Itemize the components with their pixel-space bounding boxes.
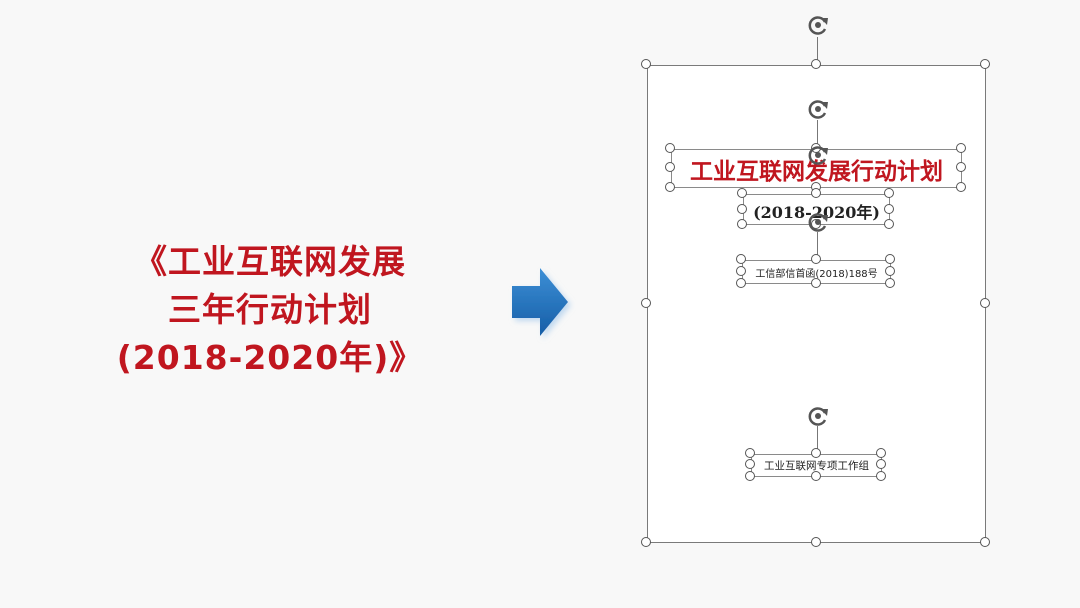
ref-handle-bl[interactable] xyxy=(736,278,746,288)
years-handle-ml[interactable] xyxy=(737,204,747,214)
title-handle-ml[interactable] xyxy=(665,162,675,172)
doc-years: (2018-2020年) xyxy=(753,203,880,222)
title-handle-tl[interactable] xyxy=(665,143,675,153)
page-handle-tl[interactable] xyxy=(641,59,651,69)
org-handle-bc[interactable] xyxy=(811,471,821,481)
page-handle-mr[interactable] xyxy=(980,298,990,308)
doc-org: 工业互联网专项工作组 xyxy=(764,460,869,472)
org-rotate-stem xyxy=(817,426,818,454)
title-rotate-stem xyxy=(817,120,818,149)
title-handle-br[interactable] xyxy=(956,182,966,192)
years-handle-tc[interactable] xyxy=(811,188,821,198)
years-handle-mr[interactable] xyxy=(884,204,894,214)
rotate-handle-icon[interactable] xyxy=(805,96,831,122)
ref-rotate-stem xyxy=(817,232,818,260)
page-handle-tr[interactable] xyxy=(980,59,990,69)
left-title-line-1: 《工业互联网发展 xyxy=(134,242,406,281)
left-title: 《工业互联网发展 三年行动计划 (2018-2020年)》 xyxy=(110,238,430,382)
ref-handle-tr[interactable] xyxy=(885,254,895,264)
org-handle-ml[interactable] xyxy=(745,459,755,469)
org-handle-tc[interactable] xyxy=(811,448,821,458)
title-handle-bl[interactable] xyxy=(665,182,675,192)
right-arrow-icon xyxy=(512,268,568,336)
ref-handle-tc[interactable] xyxy=(811,254,821,264)
title-handle-mr[interactable] xyxy=(956,162,966,172)
years-handle-bl[interactable] xyxy=(737,219,747,229)
page-handle-br[interactable] xyxy=(980,537,990,547)
org-handle-mr[interactable] xyxy=(876,459,886,469)
rotate-handle-icon[interactable] xyxy=(805,209,831,235)
ref-handle-bc[interactable] xyxy=(811,278,821,288)
years-handle-br[interactable] xyxy=(884,219,894,229)
page-handle-ml[interactable] xyxy=(641,298,651,308)
rotate-handle-icon[interactable] xyxy=(805,142,831,168)
doc-ref: 工信部信首函(2018)188号 xyxy=(755,269,878,280)
rotate-handle-icon[interactable] xyxy=(805,403,831,429)
page-handle-bc[interactable] xyxy=(811,537,821,547)
page-handle-bl[interactable] xyxy=(641,537,651,547)
years-handle-tl[interactable] xyxy=(737,188,747,198)
ref-handle-tl[interactable] xyxy=(736,254,746,264)
left-title-line-2: 三年行动计划 xyxy=(168,290,372,329)
org-handle-bl[interactable] xyxy=(745,471,755,481)
ref-handle-br[interactable] xyxy=(885,278,895,288)
org-handle-tr[interactable] xyxy=(876,448,886,458)
title-handle-tr[interactable] xyxy=(956,143,966,153)
org-handle-br[interactable] xyxy=(876,471,886,481)
years-handle-tr[interactable] xyxy=(884,188,894,198)
outer-rotate-stem xyxy=(817,37,818,65)
ref-handle-ml[interactable] xyxy=(736,266,746,276)
rotate-handle-icon[interactable] xyxy=(805,12,831,38)
left-title-line-3: (2018-2020年)》 xyxy=(116,338,424,377)
org-handle-tl[interactable] xyxy=(745,448,755,458)
ref-handle-mr[interactable] xyxy=(885,266,895,276)
page-handle-tc[interactable] xyxy=(811,59,821,69)
